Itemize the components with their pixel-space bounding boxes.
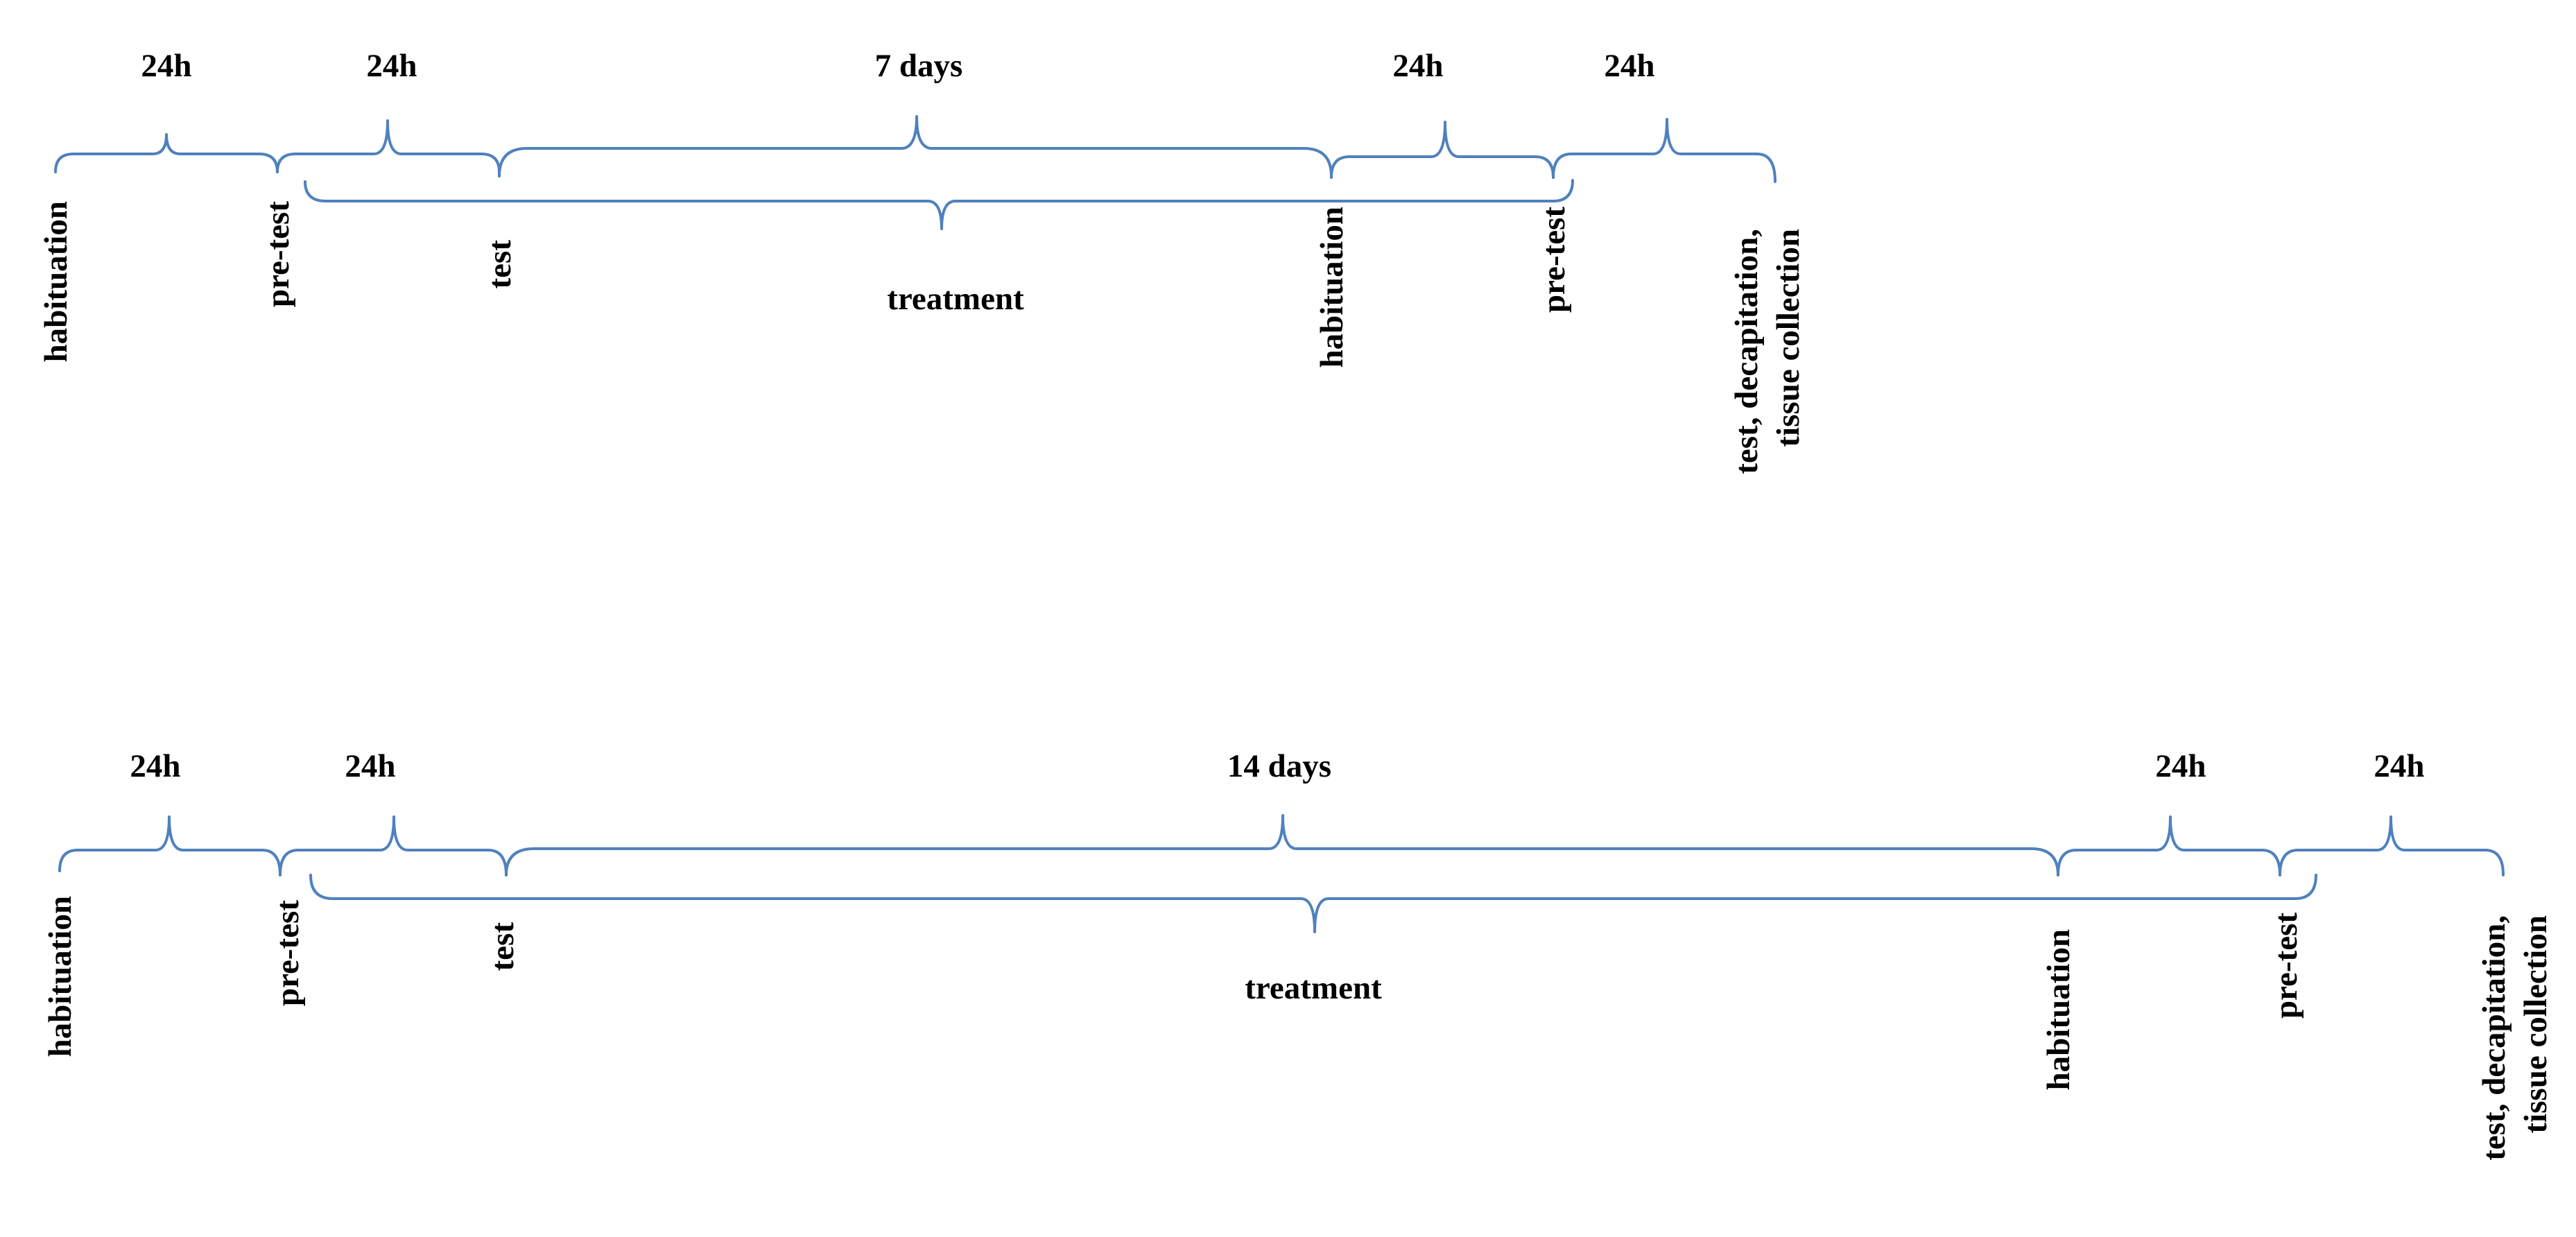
brace-segment-5: [1552, 118, 1777, 183]
brace-segment-5: [2279, 815, 2505, 876]
timeline-7-days: 24h 24h 7 days 24h 24h habituation pre-t…: [38, 48, 1806, 474]
event-label-pre-test: pre-test: [260, 201, 296, 307]
event-label-habituation: habituation: [2041, 929, 2077, 1090]
event-label-habituation: habituation: [42, 896, 78, 1057]
segment-duration-label: 24h: [2155, 748, 2206, 784]
brace-segment-2: [279, 815, 508, 876]
brace-segment-2: [276, 119, 501, 173]
segment-duration-label: 24h: [141, 48, 191, 84]
brace-segment-3: [498, 115, 1333, 178]
treatment-label: treatment: [887, 281, 1024, 317]
event-label-pre-test: pre-test: [270, 900, 306, 1006]
event-label-test: test: [485, 922, 521, 971]
brace-segment-3: [505, 814, 2059, 876]
event-label-pre-test: pre-test: [1536, 207, 1572, 313]
timeline-14-days: 24h 24h 14 days 24h 24h habituation pre-…: [42, 748, 2554, 1161]
segment-duration-label: 7 days: [875, 48, 963, 84]
treatment-label: treatment: [1245, 970, 1382, 1006]
segment-duration-label: 24h: [1604, 48, 1654, 84]
event-label-test: test: [482, 240, 518, 289]
segment-duration-label: 24h: [130, 748, 180, 784]
brace-treatment: [304, 179, 1574, 230]
event-label-habituation: habituation: [38, 201, 74, 362]
segment-duration-label: 24h: [345, 748, 395, 784]
brace-treatment: [309, 874, 2317, 933]
brace-segment-4: [2057, 815, 2281, 876]
brace-segment-1: [58, 815, 282, 876]
event-label-tissue-collection: tissue collection: [1770, 229, 1806, 447]
event-label-tissue-collection: tissue collection: [2518, 915, 2554, 1134]
segment-duration-label: 24h: [2374, 748, 2424, 784]
event-label-habituation: habituation: [1314, 207, 1350, 367]
event-label-test-decapitation: test, decapitation,: [2476, 915, 2512, 1161]
segment-duration-label: 14 days: [1227, 748, 1331, 784]
segment-duration-label: 24h: [366, 48, 417, 84]
brace-segment-1: [54, 133, 279, 173]
event-label-test-decapitation: test, decapitation,: [1729, 229, 1765, 474]
event-label-pre-test: pre-test: [2268, 912, 2304, 1019]
brace-segment-4: [1330, 121, 1555, 179]
segment-duration-label: 24h: [1392, 48, 1443, 84]
